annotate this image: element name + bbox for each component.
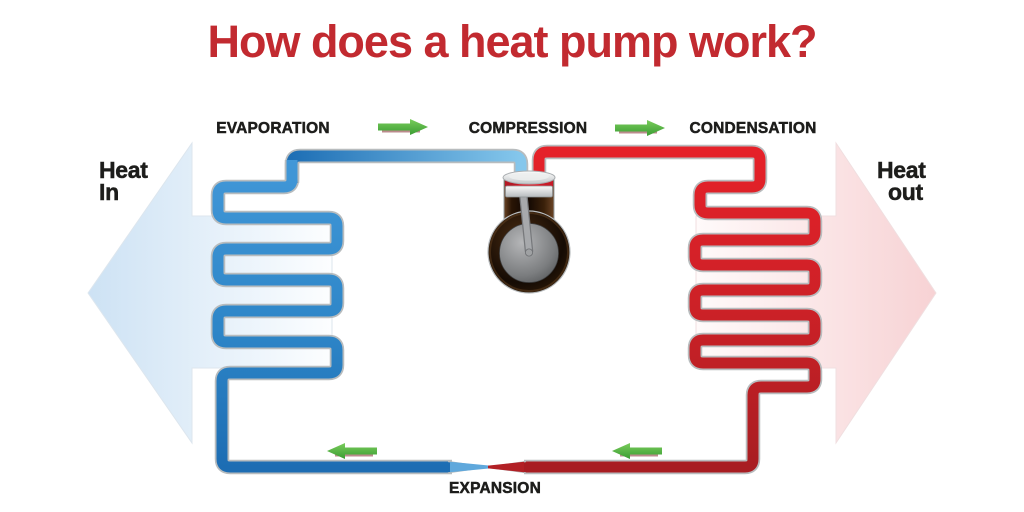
flow-arrows (327, 119, 665, 459)
heat-in-line2: In (99, 179, 119, 205)
flow-arrow-right-icon (378, 119, 428, 135)
stage-label-evaporation: EVAPORATION (216, 120, 330, 137)
heat-in-label: Heat In (99, 157, 149, 206)
expansion-valve-icon (447, 460, 527, 474)
stage-label-expansion: EXPANSION (449, 480, 541, 497)
compressor-piston-icon (487, 170, 571, 294)
condenser-coil-pipe (524, 144, 823, 475)
stage-label-condensation: CONDENSATION (690, 120, 817, 137)
page-title: How does a heat pump work? (207, 16, 816, 67)
heat-out-label: Heat out (877, 157, 927, 206)
flow-arrow-right-icon (615, 120, 665, 136)
stage-label-compression: COMPRESSION (469, 120, 587, 137)
heat-in-line1: Heat (99, 157, 148, 183)
heat-out-line1: Heat (877, 157, 926, 183)
flow-arrow-left-icon (612, 443, 662, 459)
flow-arrow-left-icon (327, 443, 377, 459)
heat-out-line2: out (888, 179, 923, 205)
evaporator-coil-pipe (210, 148, 529, 475)
